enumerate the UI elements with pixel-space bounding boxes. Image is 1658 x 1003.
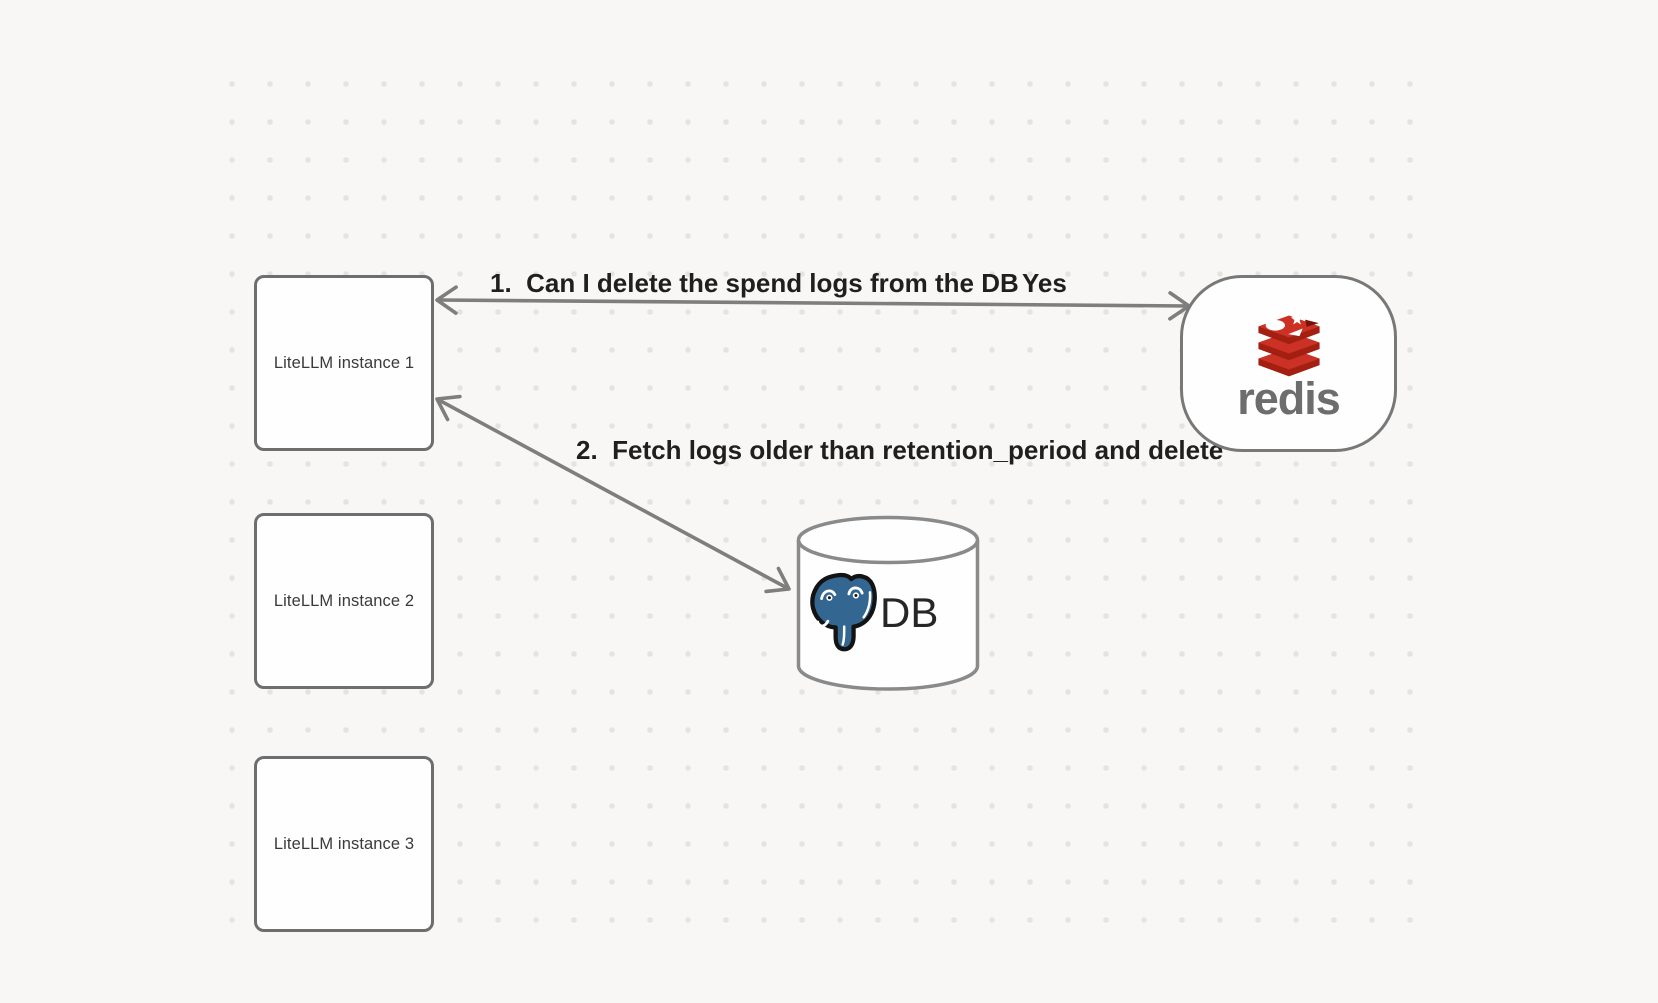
litellm-instance-1-label: LiteLLM instance 1 [273, 353, 415, 372]
edge-label-delete-spend-logs[interactable]: 1. Can I delete the spend logs from the … [490, 268, 1019, 298]
edge-label-fetch-logs[interactable]: 2. Fetch logs older than retention_perio… [576, 435, 1224, 465]
postgresql-logo-icon [810, 572, 877, 652]
redis-node[interactable]: redis [1180, 275, 1397, 452]
litellm-instance-2-label: LiteLLM instance 2 [273, 591, 415, 610]
redis-logo-icon [1257, 312, 1320, 377]
db-label: DB [880, 589, 939, 636]
db-node-content: DB [806, 568, 966, 658]
litellm-instance-3-node[interactable]: LiteLLM instance 3 [254, 756, 434, 932]
litellm-instance-2-node[interactable]: LiteLLM instance 2 [254, 513, 434, 689]
redis-wordmark: redis [1237, 373, 1341, 424]
litellm-instance-1-node[interactable]: LiteLLM instance 1 [254, 275, 434, 451]
litellm-instance-3-label: LiteLLM instance 3 [273, 834, 415, 853]
edge-label-yes[interactable]: Yes [1022, 268, 1067, 298]
